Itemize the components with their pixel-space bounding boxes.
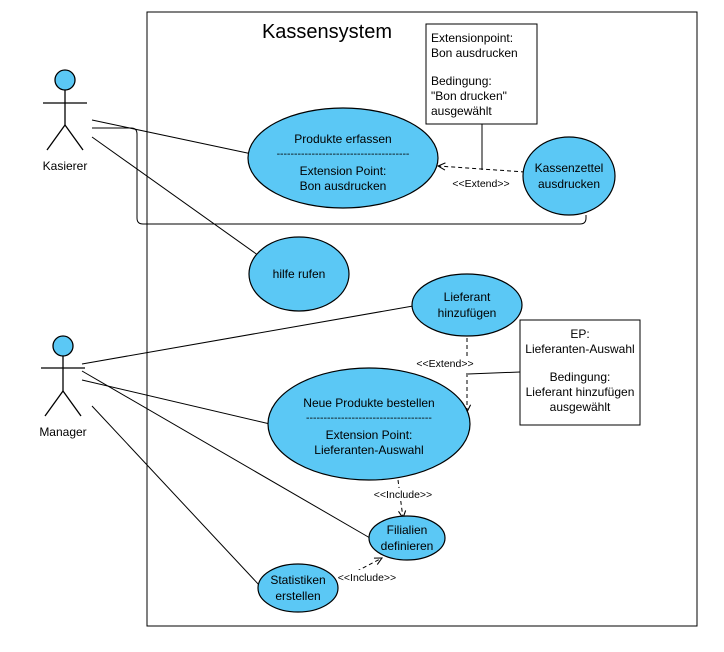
- usecase-produkte-erfassen-ext-name: Bon ausdrucken: [300, 179, 387, 193]
- usecase-neue-produkte-title: Neue Produkte bestellen: [303, 396, 434, 410]
- usecase-kassenzettel-line1: Kassenzettel: [535, 161, 604, 175]
- usecase-statistiken-line1: Statistiken: [270, 573, 325, 587]
- actor-manager: [41, 335, 85, 417]
- note1-line1: Extensionpoint:: [431, 31, 513, 45]
- note-lieferanten-auswahl: EP: Lieferanten-Auswahl Bedingung: Liefe…: [519, 319, 641, 426]
- usecase-filialien-line2: definieren: [381, 539, 434, 553]
- note2-line5: ausgewählt: [550, 400, 611, 414]
- usecase-kassenzettel-line2: ausdrucken: [538, 177, 600, 191]
- note1-line4: "Bon drucken": [431, 89, 507, 103]
- usecase-filialien: Filialien definieren: [368, 515, 446, 561]
- usecase-kassenzettel: Kassenzettel ausdrucken: [522, 136, 616, 216]
- system-boundary: [146, 11, 698, 627]
- extend-label-2: <<Extend>>: [416, 358, 473, 370]
- usecase-lieferant-line2: hinzufügen: [438, 306, 497, 320]
- include-label-1: <<Include>>: [374, 489, 432, 501]
- system-title: Kassensystem: [262, 21, 392, 43]
- extend-label-1: <<Extend>>: [452, 178, 509, 190]
- usecase-lieferant: Lieferant hinzufügen: [411, 273, 523, 337]
- assoc-manager-statistiken: [91, 405, 261, 587]
- actor-cashier: [43, 69, 87, 151]
- usecase-statistiken-line2: erstellen: [275, 589, 320, 603]
- include-label-2: <<Include>>: [338, 572, 396, 584]
- usecase-hilfe-rufen-label: hilfe rufen: [273, 267, 326, 281]
- include-arrow-1: [397, 479, 403, 518]
- assoc-manager-lieferant: [81, 305, 414, 365]
- actor-manager-label: Manager: [39, 425, 86, 439]
- note-bon-ausdrucken: Extensionpoint: Bon ausdrucken Bedingung…: [425, 23, 538, 125]
- extend-arrow-1: [438, 166, 526, 173]
- note1-line5: ausgewählt: [431, 104, 492, 118]
- usecase-neue-produkte-ext-label: Extension Point:: [326, 428, 413, 442]
- assoc-cashier-kassenzettel: [92, 127, 587, 225]
- usecase-neue-produkte: Neue Produkte bestellen ----------------…: [267, 367, 471, 481]
- assoc-cashier-hilfe: [91, 136, 263, 259]
- note1-line2: Bon ausdrucken: [431, 46, 518, 60]
- usecase-filialien-line1: Filialien: [387, 523, 428, 537]
- note1-line3: Bedingung:: [431, 74, 492, 88]
- note2-line4: Lieferant hinzufügen: [526, 385, 635, 399]
- actor-cashier-label: Kasierer: [43, 159, 88, 173]
- usecase-produkte-erfassen-ext-label: Extension Point:: [300, 164, 387, 178]
- usecase-hilfe-rufen: hilfe rufen: [248, 236, 350, 312]
- usecase-statistiken: Statistiken erstellen: [257, 563, 339, 613]
- usecase-neue-produkte-ext-name: Lieferanten-Auswahl: [314, 443, 423, 457]
- usecase-neue-produkte-separator: ------------------------------------: [306, 412, 432, 424]
- usecase-produkte-erfassen: Produkte erfassen ----------------------…: [247, 107, 439, 209]
- usecase-produkte-erfassen-separator: --------------------------------------: [277, 148, 410, 160]
- note2-connector: [467, 371, 521, 375]
- note2-line2: Lieferanten-Auswahl: [525, 342, 634, 356]
- usecase-produkte-erfassen-title: Produkte erfassen: [294, 132, 391, 146]
- usecase-lieferant-line1: Lieferant: [444, 290, 491, 304]
- assoc-cashier-produkte: [91, 119, 253, 155]
- note2-line3: Bedingung:: [550, 370, 611, 384]
- assoc-manager-neue-produkte: [81, 379, 271, 425]
- assoc-manager-filialien: [81, 370, 371, 539]
- note2-line1: EP:: [570, 327, 589, 341]
